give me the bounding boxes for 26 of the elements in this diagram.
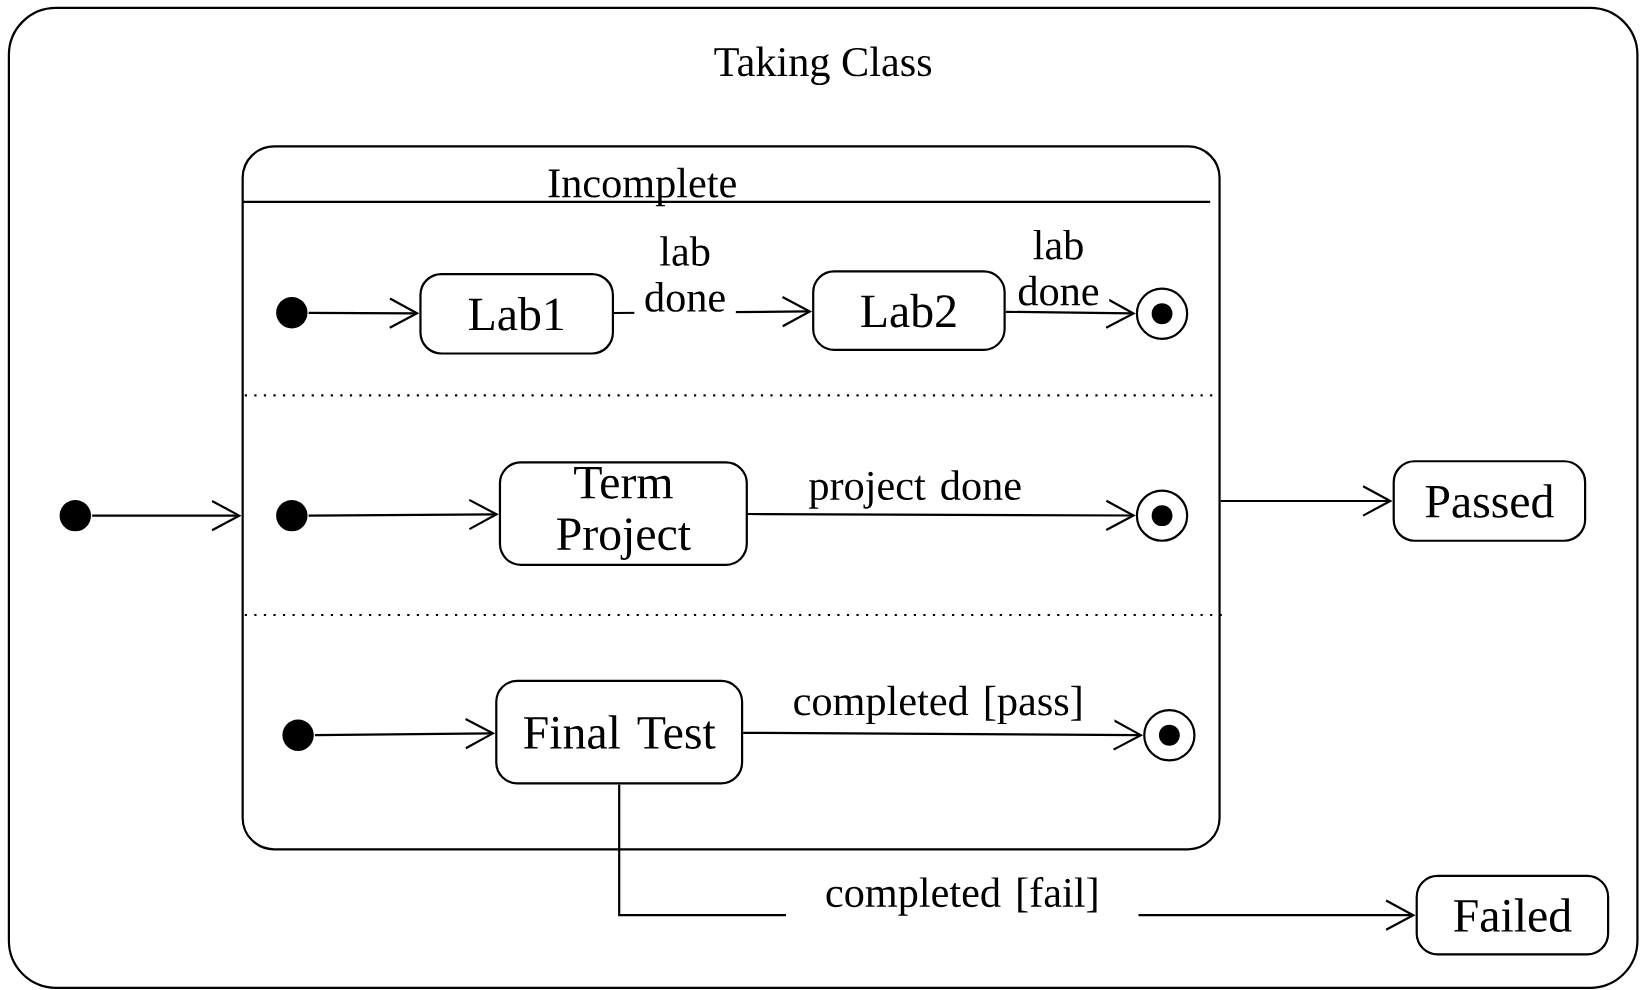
edge-label: lab done: [645, 235, 725, 312]
transition-arrow: [1005, 297, 1136, 329]
state-box: Final Test: [495, 679, 744, 785]
state-box: Passed: [1392, 459, 1587, 542]
final-state-bullseye: [1135, 287, 1189, 340]
transition-arrow: [743, 719, 1144, 751]
transition-arrow: [1220, 485, 1393, 517]
edge-label: completed [pass]: [794, 685, 1081, 724]
state-box: Lab1: [419, 272, 615, 355]
transition-arrow: [308, 498, 499, 530]
state-box: Failed: [1415, 874, 1610, 956]
initial-state-dot: [282, 719, 314, 751]
final-state-bullseye: [1143, 708, 1196, 762]
initial-state-dot: [276, 296, 308, 329]
edge-label: project done: [809, 470, 1021, 509]
transition-arrow: [308, 297, 420, 329]
initial-state-dot: [59, 499, 91, 532]
transition-arrow: [747, 499, 1136, 531]
edge-label: completed [fail]: [826, 876, 1097, 916]
edge-label: lab done: [1018, 229, 1099, 306]
final-state-bullseye: [1135, 489, 1189, 542]
transition-arrow: [314, 717, 496, 749]
transition-arrow: [92, 499, 242, 531]
state-box: Term Project: [498, 460, 748, 566]
initial-state-dot: [276, 499, 308, 532]
state-box: Lab2: [812, 270, 1006, 351]
